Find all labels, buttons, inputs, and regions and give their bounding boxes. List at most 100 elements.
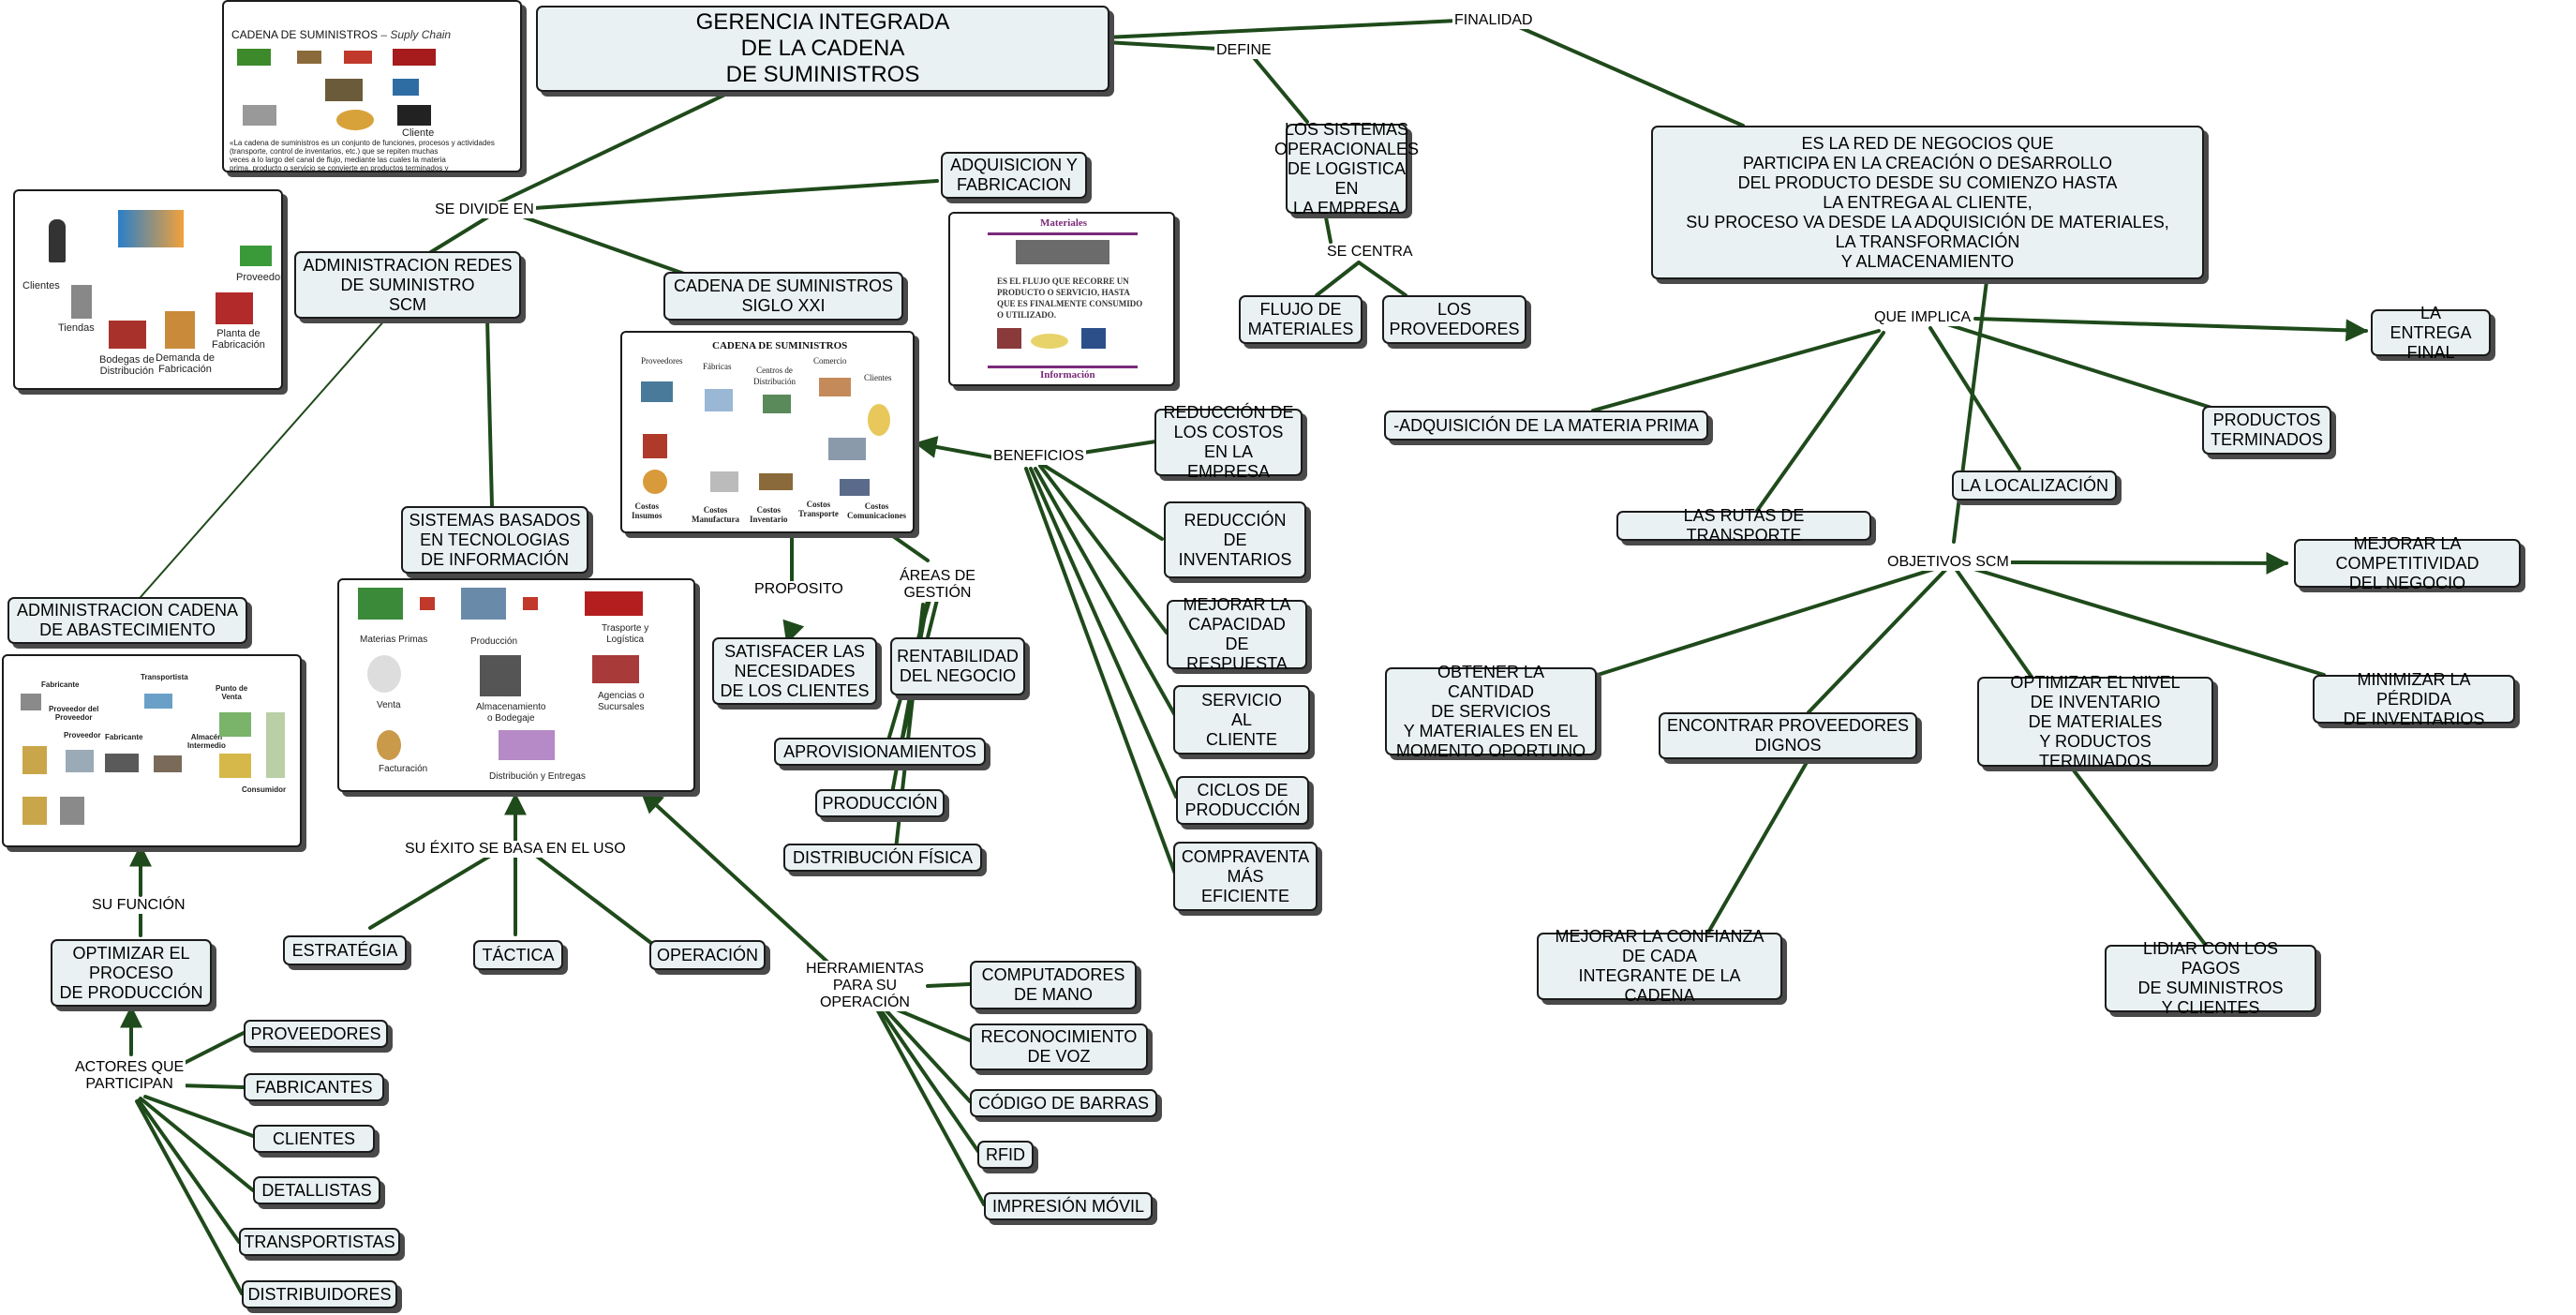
node-cadena-siglo-xxi: CADENA DE SUMINISTROS SIGLO XXI — [663, 272, 903, 321]
supply-chain-title-italic: – Suply Chain — [380, 28, 452, 41]
label-se-centra: SE CENTRA — [1325, 244, 1415, 261]
caption-costos-manufactura: Costos Manufactura — [692, 505, 739, 524]
caption-tiendas: Tiendas — [58, 322, 95, 334]
node-productos-terminados: PRODUCTOS TERMINADOS — [2202, 406, 2331, 455]
caption-fabricas: Fábricas — [703, 362, 732, 371]
caption-punto-venta: Punto de Venta — [216, 684, 248, 701]
caption-transportista: Transportista — [141, 673, 188, 681]
node-reconocimiento-voz: RECONOCIMIENTO DE VOZ — [970, 1024, 1148, 1070]
node-mejorar-competitividad: MEJORAR LA COMPETITIVIDAD DEL NEGOCIO — [2294, 534, 2521, 592]
caption-consumidor: Consumidor — [242, 785, 287, 794]
node-estrategia: ESTRATÉGIA — [283, 935, 407, 965]
label-define: DEFINE — [1214, 42, 1273, 59]
node-actor-clientes: CLIENTES — [253, 1125, 375, 1153]
node-rfid: RFID — [977, 1141, 1034, 1169]
caption-costos-inventario: Costos Inventario — [750, 505, 788, 524]
node-sistemas-logistica: LOS SISTEMAS OPERACIONALES DE LOGISTICA … — [1273, 119, 1420, 217]
node-obtener-cantidad: OBTENER LA CANTIDAD DE SERVICIOS Y MATER… — [1385, 663, 1597, 760]
node-adquisicion-fabricacion: ADQUISICION Y FABRICACION — [941, 152, 1087, 199]
caption-transporte: Trasporte y Logística — [602, 623, 649, 645]
caption-cadena-proveedores: Proveedores — [641, 356, 683, 366]
caption-comercio: Comercio — [813, 356, 847, 366]
caption-venta: Venta — [377, 700, 401, 710]
label-que-implica: QUE IMPLICA — [1872, 309, 1973, 326]
cadena-image-title: CADENA DE SUMINISTROS — [712, 340, 848, 351]
label-herramientas: HERRAMIENTAS PARA SU OPERACIÓN — [804, 961, 926, 1011]
node-compraventa: COMPRAVENTA MÁS EFICIENTE — [1173, 842, 1318, 911]
caption-centros: Centros de Distribución — [753, 366, 796, 386]
caption-costos-comunicaciones: Costos Comunicaciones — [847, 501, 906, 520]
node-servicio-cliente: SERVICIO AL CLIENTE — [1173, 685, 1310, 755]
node-rutas-transporte: LAS RUTAS DE TRANSPORTE — [1616, 506, 1871, 545]
node-entrega-final: LA ENTREGA FINAL — [2371, 304, 2491, 362]
node-operacion: OPERACIÓN — [649, 940, 766, 970]
node-satisfacer-necesidades: SATISFACER LAS NECESIDADES DE LOS CLIENT… — [712, 637, 877, 705]
node-flujo-materiales: FLUJO DE MATERIALES — [1239, 295, 1362, 344]
node-actor-transportistas: TRANSPORTISTAS — [239, 1228, 400, 1256]
node-computadores-mano: COMPUTADORES DE MANO — [970, 961, 1137, 1009]
caption-proveedor: Proveedor — [64, 731, 101, 740]
caption-proveedores: Proveedores — [236, 272, 281, 283]
node-actor-distribuidores: DISTRIBUIDORES — [242, 1280, 397, 1308]
node-codigo-barras: CÓDIGO DE BARRAS — [970, 1089, 1157, 1117]
node-optimizar-proceso: OPTIMIZAR EL PROCESO DE PRODUCCIÓN — [51, 939, 212, 1007]
caption-almacen: Almacén Intermedio — [187, 733, 226, 750]
node-actor-proveedores: PROVEEDORES — [244, 1020, 388, 1048]
node-rentabilidad: RENTABILIDAD DEL NEGOCIO — [890, 637, 1025, 695]
node-ciclos-produccion: CICLOS DE PRODUCCIÓN — [1176, 776, 1309, 825]
label-actores: ACTORES QUE PARTICIPAN — [73, 1059, 186, 1093]
caption-demanda: Demanda de Fabricación — [156, 352, 215, 375]
caption-fabricante: Fabricante — [105, 733, 143, 741]
label-objetivos-scm: OBJETIVOS SCM — [1885, 554, 2011, 571]
label-su-funcion: SU FUNCIÓN — [90, 897, 187, 914]
network-image: Clientes Tiendas Bodegas de Distribución… — [13, 189, 283, 390]
caption-bodegas: Bodegas de Distribución — [99, 354, 155, 377]
ciclo-image: Materias Primas Producción Trasporte y L… — [337, 578, 695, 792]
supply-chain-note: «La cadena de suministros es un conjunto… — [230, 139, 495, 172]
label-beneficios: BENEFICIOS — [991, 448, 1086, 465]
caption-clientes: Clientes — [22, 280, 60, 291]
node-actor-detallistas: DETALLISTAS — [253, 1176, 380, 1204]
node-mejorar-confianza: MEJORAR LA CONFIANZA DE CADA INTEGRANTE … — [1537, 927, 1782, 1005]
label-areas-gestion: ÁREAS DE GESTIÓN — [898, 568, 977, 602]
node-admin-redes: ADMINISTRACION REDES DE SUMINISTRO SCM — [294, 251, 521, 319]
caption-materiales: Materiales — [1040, 217, 1088, 229]
node-encontrar-proveedores: ENCONTRAR PROVEEDORES DIGNOS — [1659, 712, 1917, 759]
caption-produccion: Producción — [470, 636, 518, 647]
caption-planta: Planta de Fabricación — [212, 328, 265, 351]
caption-costos-insumos: Costos Insumos — [632, 501, 663, 520]
caption-almacenamiento: Almacenamiento o Bodegaje — [476, 702, 546, 724]
label-proposito: PROPOSITO — [752, 581, 845, 598]
root-node-gerencia: GERENCIA INTEGRADA DE LA CADENA DE SUMIN… — [536, 6, 1109, 92]
node-adquisicion-materia-prima: -ADQUISICIÓN DE LA MATERIA PRIMA — [1384, 411, 1708, 441]
node-reduccion-costos: REDUCCIÓN DE LOS COSTOS EN LA EMPRESA — [1154, 403, 1303, 481]
label-finalidad: FINALIDAD — [1452, 12, 1535, 29]
cadena-image: CADENA DE SUMINISTROS Proveedores Fábric… — [620, 331, 915, 533]
node-lidiar-pagos: LIDIAR CON LOS PAGOS DE SUMINISTROS Y CL… — [2105, 939, 2316, 1017]
node-actor-fabricantes: FABRICANTES — [244, 1073, 384, 1101]
node-admin-cadena-abastecimiento: ADMINISTRACION CADENA DE ABASTECIMIENTO — [7, 597, 247, 644]
flujo-image: Materiales ES EL FLUJO QUE RECORRE UN PR… — [948, 212, 1175, 386]
caption-materias-primas: Materias Primas — [360, 635, 428, 645]
node-minimizar-perdida: MINIMIZAR LA PÉRDIDA DE INVENTARIOS — [2313, 670, 2515, 728]
node-los-proveedores: LOS PROVEEDORES — [1382, 295, 1526, 344]
node-optimizar-nivel: OPTIMIZAR EL NIVEL DE INVENTARIO DE MATE… — [1977, 673, 2213, 770]
node-capacidad-respuesta: MEJORAR LA CAPACIDAD DE RESPUESTA — [1167, 595, 1307, 673]
node-localizacion: LA LOCALIZACIÓN — [1952, 471, 2117, 501]
caption-costos-transporte: Costos Transporte — [798, 500, 839, 518]
node-aprovisionamientos: APROVISIONAMIENTOS — [774, 738, 986, 766]
caption-agencias: Agencias o Sucursales — [598, 691, 645, 712]
node-tactica: TÁCTICA — [473, 940, 563, 970]
node-impresion-movil: IMPRESIÓN MÓVIL — [984, 1192, 1153, 1220]
node-sistemas-tecnologias: SISTEMAS BASADOS EN TECNOLOGIAS DE INFOR… — [401, 506, 588, 574]
node-red-negocios: ES LA RED DE NEGOCIOS QUE PARTICIPA EN L… — [1651, 126, 2204, 279]
supply-chain-image: CADENA DE SUMINISTROS – Suply Chain Clie… — [222, 0, 522, 172]
supply-chain-title: CADENA DE SUMINISTROS — [231, 28, 379, 41]
caption-proveedor-del-proveedor: Proveedor del Proveedor — [49, 705, 99, 722]
caption-informacion: Información — [1040, 369, 1095, 381]
label-exito: SU ÉXITO SE BASA EN EL USO — [403, 841, 628, 858]
caption-cadena-clientes: Clientes — [864, 373, 892, 382]
flujo-text: ES EL FLUJO QUE RECORRE UN PRODUCTO O SE… — [997, 276, 1143, 320]
caption-facturacion: Facturación — [379, 764, 428, 774]
